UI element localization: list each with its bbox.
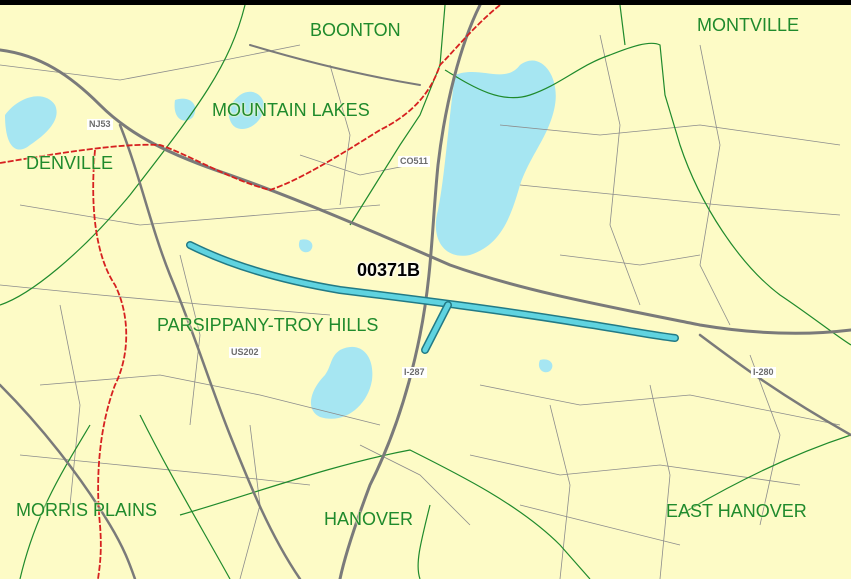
lake-west	[5, 96, 57, 150]
municipal-boundaries	[0, 5, 851, 579]
highlighted-segment-00371B[interactable]	[186, 241, 679, 354]
lake-mountain-lakes	[228, 91, 265, 130]
local-roads	[0, 34, 841, 579]
highways	[0, 5, 851, 579]
route-shield-us202: US202	[229, 347, 261, 358]
town-label-parsippany: PARSIPPANY-TROY HILLS	[157, 315, 379, 335]
railroads	[0, 5, 501, 579]
town-label-boonton: BOONTON	[310, 20, 401, 40]
map-canvas	[0, 5, 851, 579]
reservoir-boonton	[435, 60, 556, 256]
water-bodies	[5, 60, 556, 419]
pond-center	[298, 239, 313, 253]
town-label-morris-plains: MORRIS PLAINS	[16, 500, 158, 520]
route-shield-co511: CO511	[398, 156, 431, 167]
route-shield-i280: I-280	[751, 367, 776, 378]
segment-id-label: 00371B	[357, 260, 421, 280]
town-label-montville: MONTVILLE	[697, 15, 800, 35]
lake-parsippany	[310, 346, 373, 419]
pond-mountain-lakes-2	[174, 98, 196, 121]
route-shield-nj53: NJ53	[87, 119, 113, 130]
town-label-hanover: HANOVER	[324, 509, 414, 529]
town-label-denville: DENVILLE	[26, 153, 114, 173]
pond-east	[538, 359, 553, 373]
town-label-east-hanover: EAST HANOVER	[666, 501, 807, 521]
town-label-mountain-lakes: MOUNTAIN LAKES	[212, 100, 370, 120]
route-shield-i287: I-287	[402, 367, 427, 378]
